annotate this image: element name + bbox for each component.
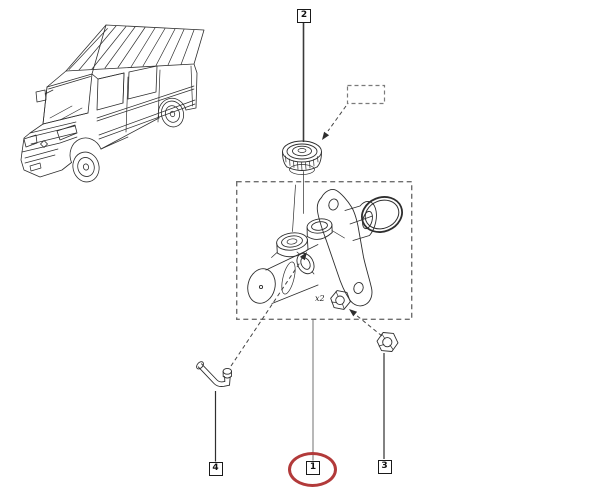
callout-3[interactable]: 3 [377, 459, 392, 474]
headlight [56, 124, 78, 141]
reference-dashed-box [346, 84, 386, 105]
retaining-pin-drawing [196, 361, 232, 387]
rear-wheel [160, 100, 185, 128]
o-ring-drawing [361, 196, 403, 233]
van-illustration [20, 24, 205, 183]
quantity-label: x2 [315, 294, 325, 303]
callout-1[interactable]: 1 [306, 461, 320, 475]
callout-1-highlight [288, 452, 337, 487]
callout-4[interactable]: 4 [208, 462, 223, 476]
dashed-arrow-reference-to-cap [322, 105, 347, 140]
dashed-arrow-pin-to-cylinder [230, 252, 307, 367]
flange-nut-drawing [376, 332, 399, 352]
dashed-arrow-nut-to-x2nut [349, 309, 383, 337]
cap-alignment-line [292, 184, 296, 232]
front-wheel [72, 151, 100, 183]
x2-nut-drawing [330, 290, 351, 310]
reservoir-cap-drawing [282, 140, 322, 175]
main-assembly-dashed-box [235, 180, 413, 321]
headlight [23, 134, 38, 148]
callout-2[interactable]: 2 [297, 9, 311, 23]
master-cylinder-drawing [247, 189, 377, 307]
wing-mirror [35, 89, 47, 103]
brand-logo [40, 140, 48, 148]
